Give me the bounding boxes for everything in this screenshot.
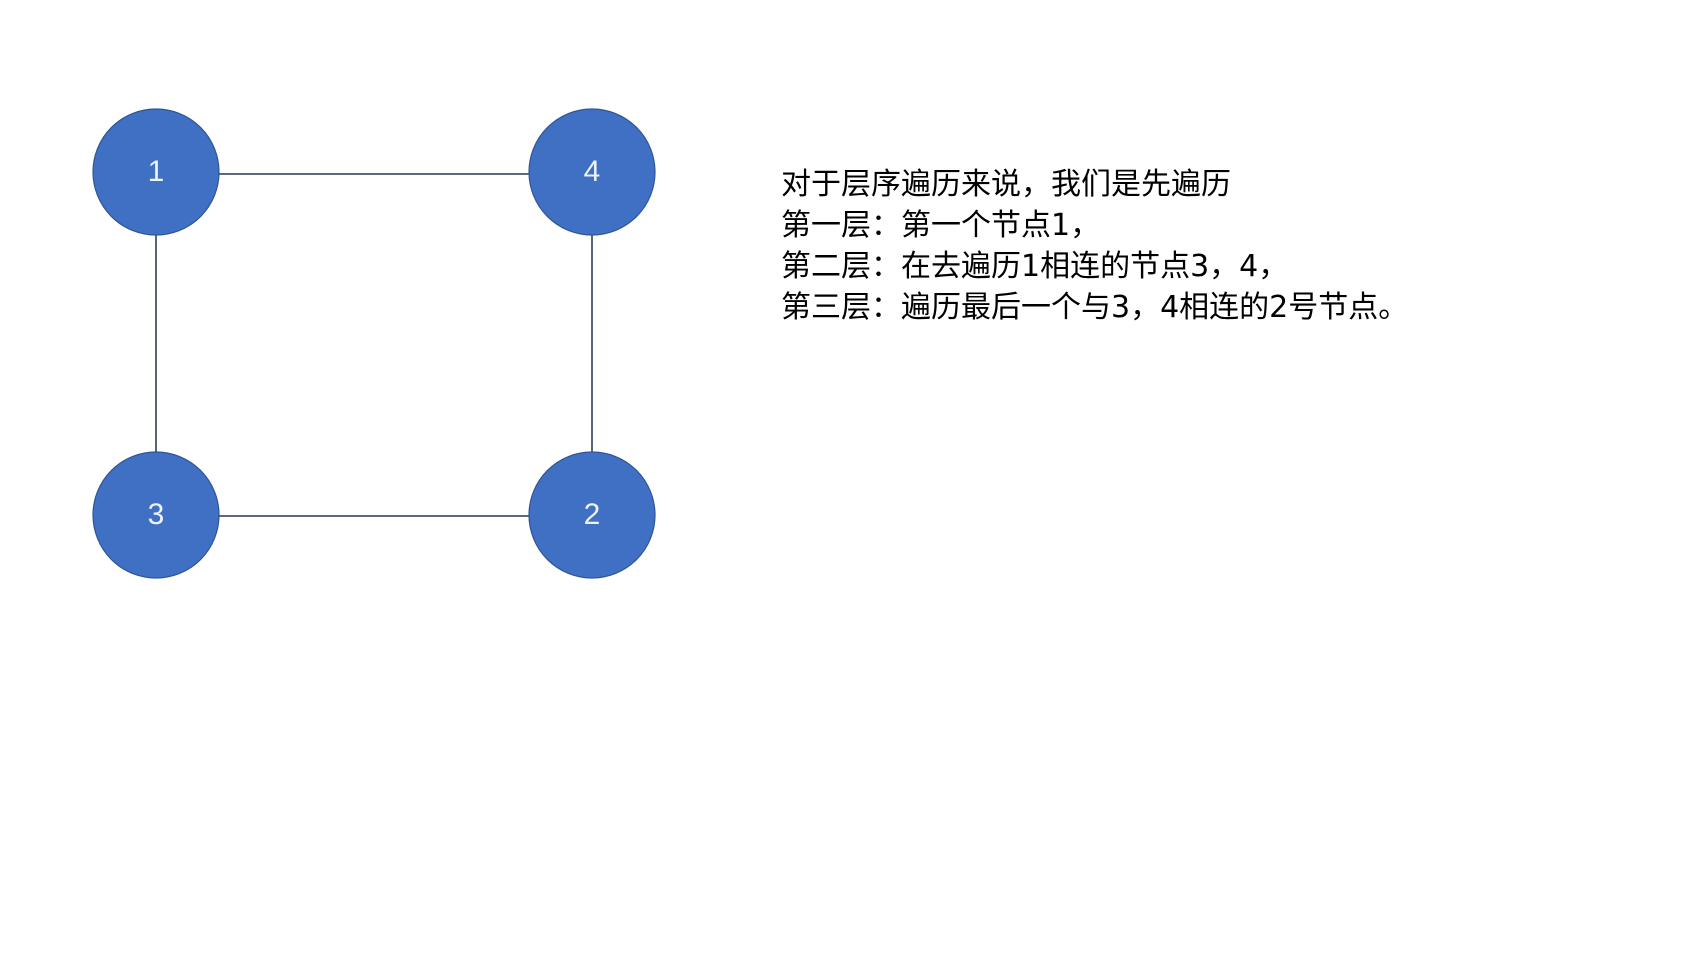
graph-svg <box>92 108 656 579</box>
graph-node-1[interactable] <box>92 108 220 236</box>
annotation-line-3: 第二层：在去遍历1相连的节点3，4， <box>781 249 1289 284</box>
graph-node-4[interactable] <box>528 108 656 236</box>
edge-group <box>155 173 593 517</box>
annotation-text-block: 对于层序遍历来说，我们是先遍历 第一层：第一个节点1， 第二层：在去遍历1相连的… <box>781 164 1561 328</box>
graph-node-2[interactable] <box>528 451 656 579</box>
node-group <box>92 108 656 579</box>
graph-area: 1 4 3 2 <box>0 0 760 620</box>
graph-node-3[interactable] <box>92 451 220 579</box>
annotation-line-2: 第一层：第一个节点1， <box>781 208 1101 243</box>
annotation-line-4: 第三层：遍历最后一个与3，4相连的2号节点。 <box>781 290 1409 325</box>
annotation-line-1: 对于层序遍历来说，我们是先遍历 <box>781 167 1231 202</box>
